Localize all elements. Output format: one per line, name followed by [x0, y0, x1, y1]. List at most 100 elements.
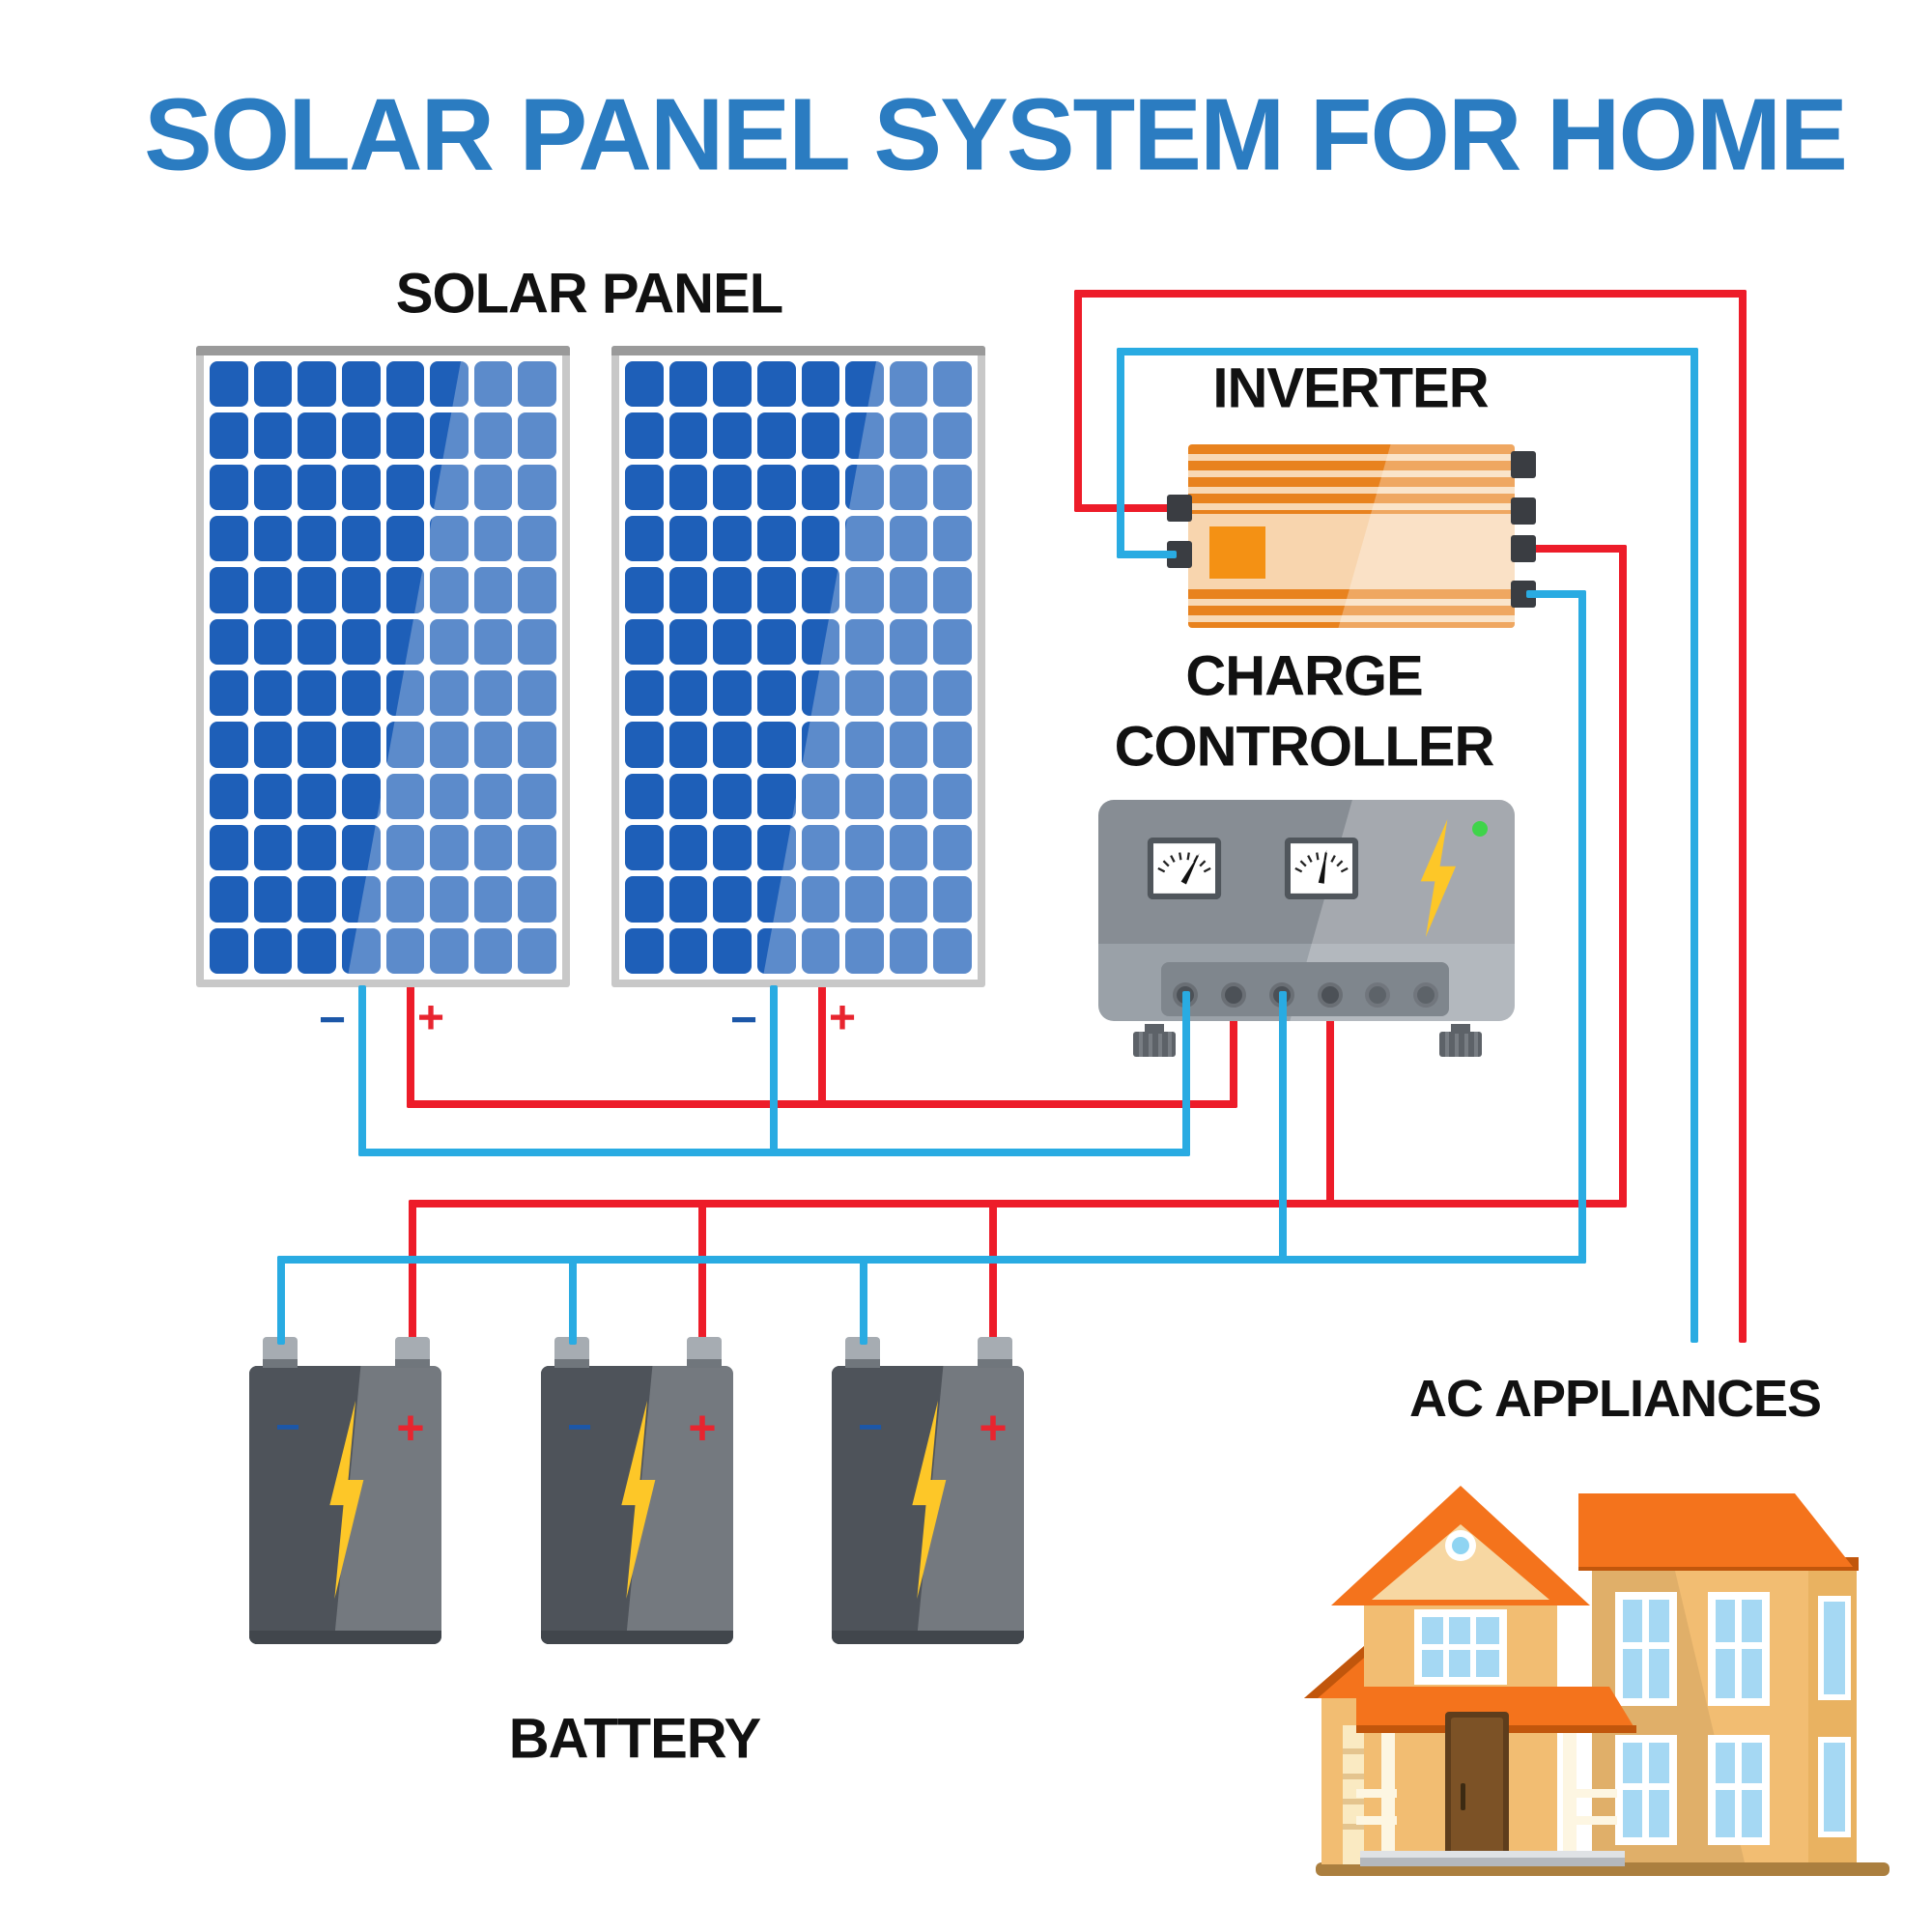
solar-cell [757, 361, 796, 407]
porch-post-right [1563, 1733, 1577, 1859]
blue-wire-segment [1117, 348, 1698, 355]
solar-cell [210, 412, 248, 458]
controller-power-led [1472, 821, 1488, 837]
battery-plus-post [978, 1337, 1012, 1368]
red-wire-segment [407, 985, 414, 1108]
solar-cell [254, 876, 293, 922]
red-wire-segment [1074, 290, 1082, 512]
panel-minus-terminal-label: − [319, 994, 346, 1047]
solar-cell [342, 516, 381, 561]
solar-cell [254, 567, 293, 612]
solar-cell [210, 361, 248, 407]
battery-base [541, 1631, 733, 1644]
solar-cell [298, 516, 336, 561]
solar-cell [713, 567, 752, 612]
solar-cell [713, 412, 752, 458]
battery-plus-label: + [396, 1400, 424, 1456]
porch-step [1360, 1858, 1625, 1866]
solar-cell [669, 516, 708, 561]
solar-cell [802, 516, 840, 561]
controller-gauge-1 [1140, 838, 1229, 899]
blue-wire-segment [1279, 991, 1287, 1264]
solar-cell [757, 567, 796, 612]
solar-cell [713, 722, 752, 767]
solar-cell [669, 361, 708, 407]
battery-lightning-icon [613, 1401, 662, 1599]
inverter-device [1188, 444, 1515, 628]
solar-cell [386, 465, 425, 510]
solar-cell [254, 928, 293, 974]
solar-cell [757, 722, 796, 767]
controller-port-unused [1413, 982, 1438, 1008]
solar-cell [669, 412, 708, 458]
solar-cell [254, 619, 293, 665]
red-wire-segment [407, 1100, 1237, 1108]
battery-plus-label: + [688, 1400, 716, 1456]
blue-wire-segment [1690, 348, 1698, 1343]
solar-panel-frame-top [196, 346, 570, 355]
controller-lightning-icon [1412, 819, 1463, 937]
inverter-dc-terminal [1167, 495, 1192, 522]
red-wire-segment [1526, 545, 1627, 553]
solar-cell [757, 670, 796, 716]
panel-plus-terminal-label: + [829, 992, 856, 1045]
controller-port-used [1221, 982, 1246, 1008]
inverter-display [1209, 526, 1265, 579]
solar-cell [625, 465, 664, 510]
gable-round-window [1452, 1537, 1469, 1554]
solar-cell [210, 928, 248, 974]
solar-cell [669, 722, 708, 767]
red-wire-segment [1074, 290, 1747, 298]
solar-cell [210, 619, 248, 665]
solar-cell [298, 567, 336, 612]
solar-cell [254, 722, 293, 767]
solar-cell [713, 361, 752, 407]
red-wire-segment [989, 1200, 997, 1345]
house-illustration [1294, 1478, 1903, 1884]
solar-cell [342, 670, 381, 716]
red-wire-segment [1326, 991, 1334, 1208]
battery-base [249, 1631, 441, 1644]
solar-cell [298, 876, 336, 922]
solar-cell [342, 412, 381, 458]
controller-port-used [1318, 982, 1343, 1008]
solar-cell [713, 465, 752, 510]
solar-cell [669, 876, 708, 922]
solar-cell [342, 361, 381, 407]
solar-cell [625, 516, 664, 561]
solar-cell [713, 516, 752, 561]
solar-cell [757, 774, 796, 819]
solar-cell [669, 670, 708, 716]
solar-cell [386, 412, 425, 458]
ac-appliances-label: AC APPLIANCES [1409, 1369, 1821, 1429]
solar-cell [254, 774, 293, 819]
battery-base [832, 1631, 1024, 1644]
solar-cell [254, 516, 293, 561]
solar-cell [254, 465, 293, 510]
solar-cell [713, 928, 752, 974]
solar-cell [386, 361, 425, 407]
solar-cell [254, 412, 293, 458]
solar-cell [210, 825, 248, 870]
red-wire-segment [1619, 545, 1627, 1208]
solar-cell [298, 412, 336, 458]
solar-cell [342, 465, 381, 510]
solar-cell [713, 619, 752, 665]
solar-cell [254, 361, 293, 407]
solar-cell [713, 825, 752, 870]
gauge-face-icon [1277, 838, 1366, 899]
solar-cell [625, 670, 664, 716]
solar-panel-frame-top [611, 346, 985, 355]
panel-plus-terminal-label: + [417, 992, 444, 1045]
red-wire-segment [409, 1200, 1627, 1208]
blue-wire-segment [1117, 551, 1177, 558]
battery-label: BATTERY [509, 1707, 760, 1772]
blue-wire-segment [1578, 590, 1586, 1264]
solar-cell [669, 825, 708, 870]
solar-cell [298, 361, 336, 407]
solar-cell [757, 412, 796, 458]
solar-cell [625, 825, 664, 870]
blue-wire-segment [1526, 590, 1586, 598]
red-wire-segment [1739, 290, 1747, 1343]
